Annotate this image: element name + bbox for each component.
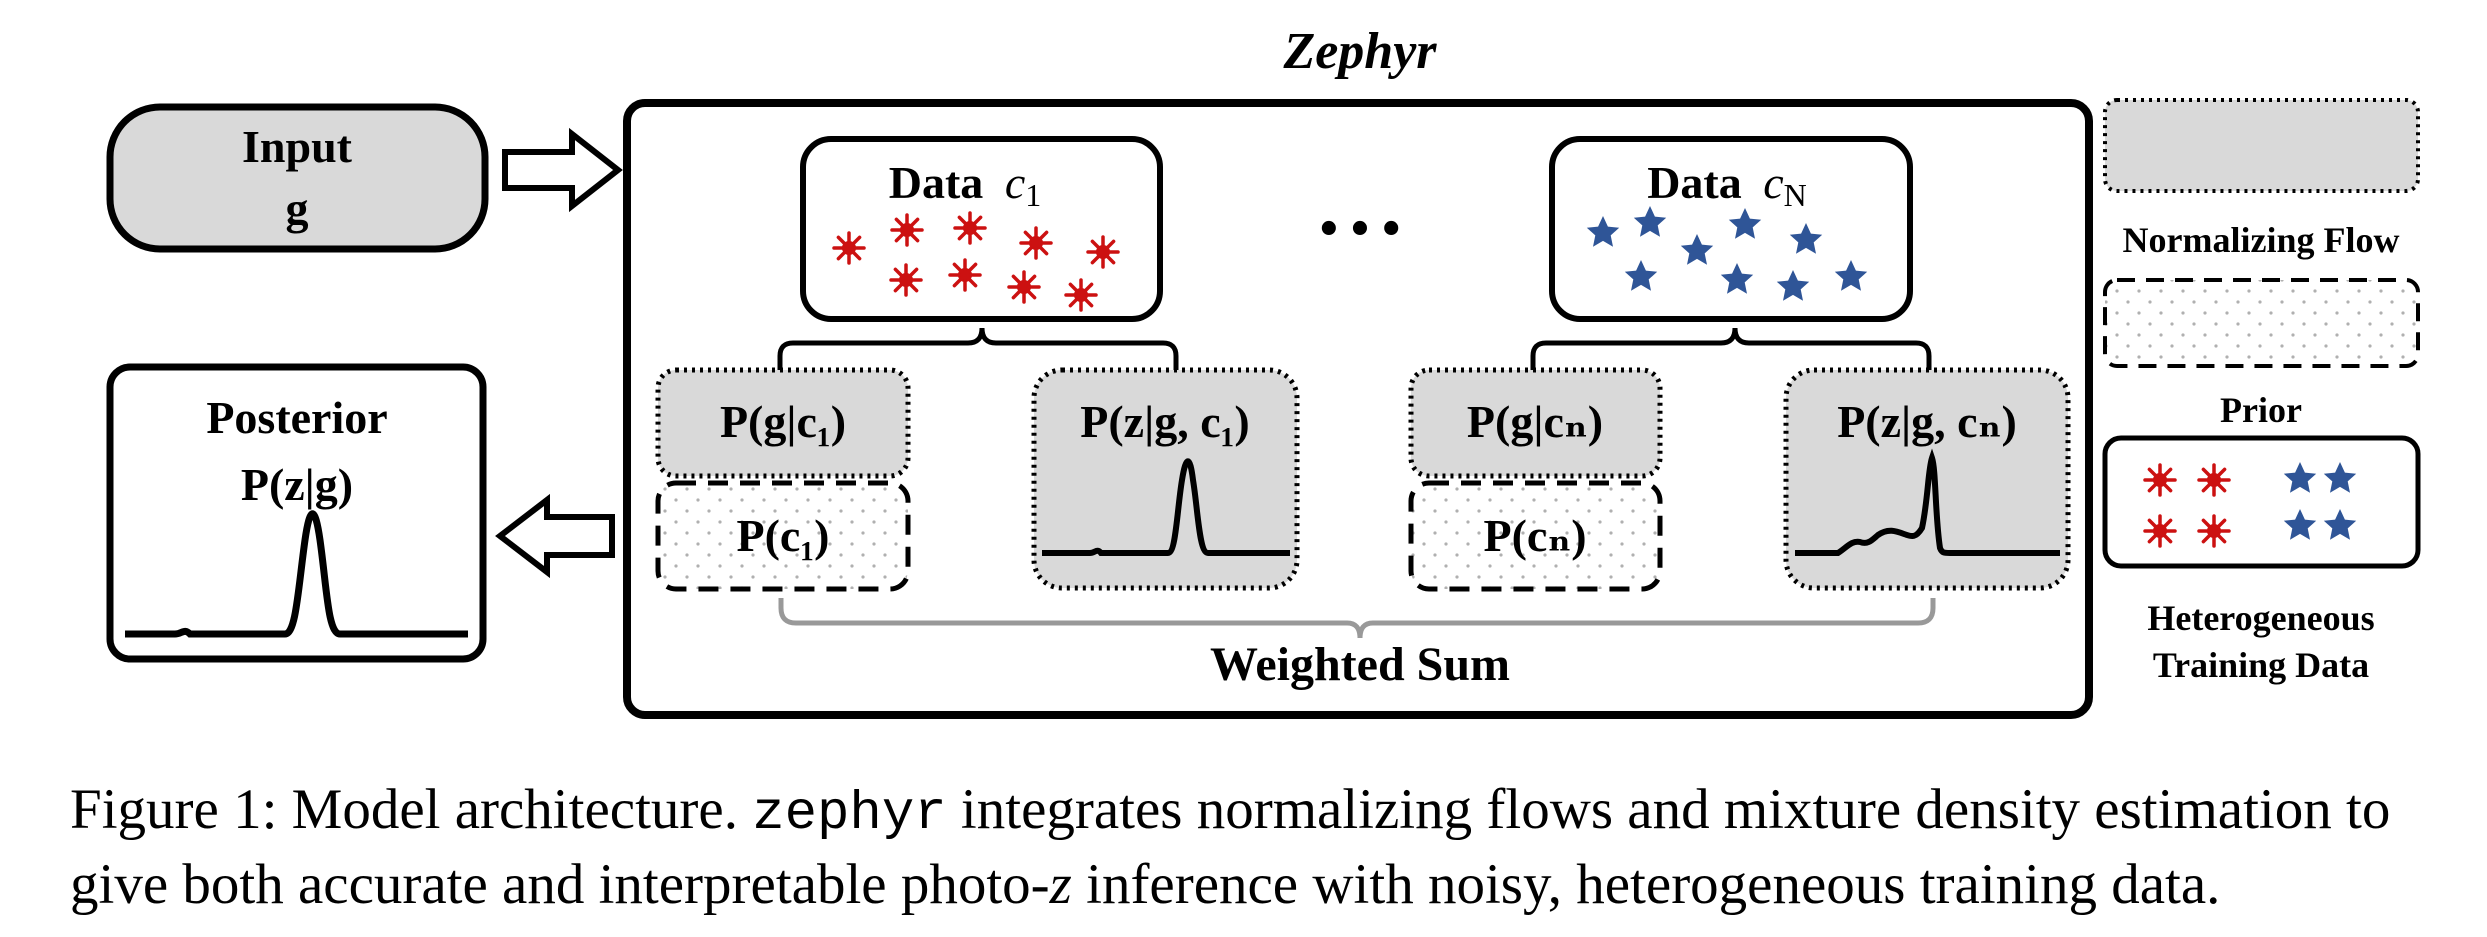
figure-caption: Figure 1: Model architecture. zephyr int… [70, 775, 2470, 920]
prior-cn-label: P(cₙ) [1483, 510, 1586, 561]
prior-c1-label: P(c₁) [737, 510, 830, 561]
flow-z-c1-box: P(z|g, c₁) [1031, 367, 1300, 591]
legend-training-swatch [2102, 435, 2421, 569]
data-c1-index: 1 [1025, 177, 1041, 213]
left-arrow-icon [495, 493, 615, 579]
data-c1-box: Data c1 [800, 136, 1163, 322]
flow-g-cn-box: P(g|cₙ) [1408, 367, 1663, 479]
data-cn-box: Data cN [1549, 136, 1913, 322]
svg-text:Data cN: Data cN [1647, 157, 1807, 213]
weighted-sum-label: Weighted Sum [1210, 638, 1510, 691]
ellipsis: • • • [1320, 200, 1401, 257]
posterior-label: Posterior [206, 392, 387, 443]
data-cn-var: c [1763, 157, 1783, 208]
legend-prior-swatch [2103, 278, 2420, 368]
diagram-title: Zephyr [1282, 23, 1437, 80]
data-c1-label: Data [889, 157, 984, 208]
brace-c1 [777, 327, 1179, 372]
flow-z-cn-box: P(z|g, cₙ) [1783, 367, 2071, 591]
caption-middle: integrates normalizing flows and mixture… [70, 778, 2391, 916]
legend-flow-swatch [2103, 98, 2420, 193]
prior-c1-box: P(c₁) [655, 480, 911, 592]
flow-g-c1-label: P(g|c₁) [720, 396, 846, 447]
posterior-formula: P(z|g) [241, 459, 353, 510]
flow-g-c1-box: P(g|c₁) [655, 367, 911, 479]
legend-flow-label: Normalizing Flow [2123, 220, 2400, 260]
input-box: Input g [106, 103, 489, 253]
right-arrow-icon [502, 127, 623, 213]
flow-z-c1-label: P(z|g, c₁) [1080, 396, 1250, 447]
posterior-curve [125, 510, 468, 638]
flow-g-cn-label: P(g|cₙ) [1467, 396, 1603, 447]
svg-text:Data c1: Data c1 [889, 157, 1041, 213]
prior-cn-box: P(cₙ) [1408, 480, 1663, 592]
posterior-box: Posterior P(z|g) [106, 363, 487, 663]
input-label: Input [242, 121, 353, 172]
legend-prior-label: Prior [2220, 390, 2302, 430]
caption-z: z [1049, 853, 1072, 916]
weighted-sum-brace [778, 598, 1936, 639]
input-variable: g [286, 183, 309, 234]
caption-suffix: inference with noisy, heterogeneous trai… [1071, 853, 2221, 916]
brace-cn [1530, 327, 1932, 372]
caption-prefix: Figure 1: Model architecture. [70, 778, 753, 841]
data-cn-index: N [1784, 177, 1807, 213]
legend-training-label-line2: Training Data [2153, 645, 2369, 685]
flow-z-c1-curve [1042, 458, 1290, 556]
legend: Normalizing Flow Prior Heterogeneous Tra… [2102, 98, 2421, 685]
flow-z-cn-curve [1795, 448, 2060, 556]
caption-code: zephyr [752, 784, 947, 845]
data-c1-var: c [1005, 157, 1025, 208]
legend-training-label-line1: Heterogeneous [2147, 598, 2374, 638]
flow-z-cn-label: P(z|g, cₙ) [1837, 396, 2017, 447]
data-cn-label: Data [1647, 157, 1742, 208]
